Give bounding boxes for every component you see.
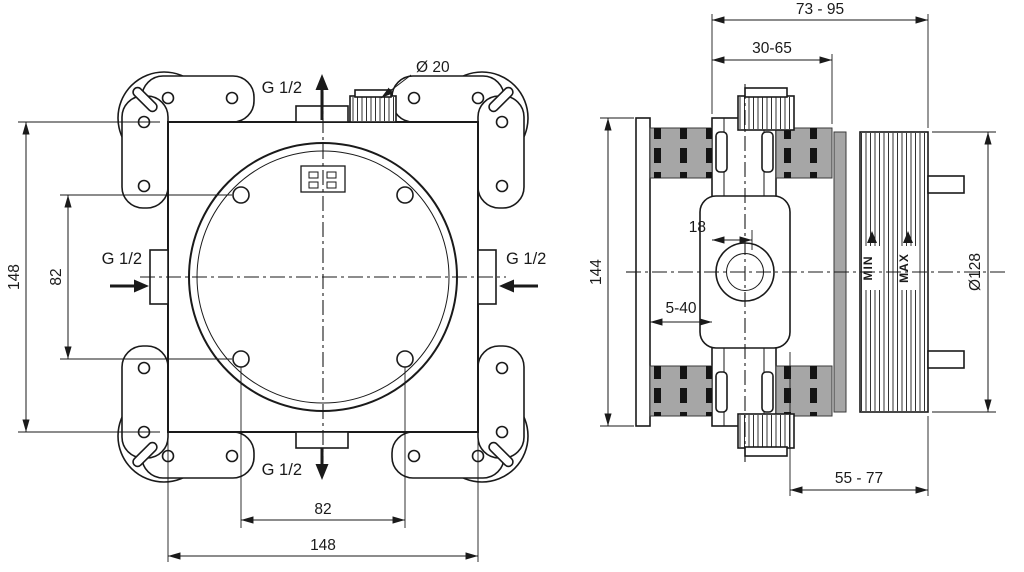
dimension-overall-width: 148 xyxy=(167,438,479,562)
port-right-label: G 1/2 xyxy=(506,250,546,268)
dim-body-height-label: 144 xyxy=(588,259,605,285)
min-label-backing xyxy=(862,246,880,290)
dimension-depth-total: 73 - 95 xyxy=(711,1,929,128)
flow-arrow-right xyxy=(499,279,538,293)
connector-diameter-label: Ø 20 xyxy=(416,59,450,76)
threaded-connector-top xyxy=(349,89,397,123)
dim-cap-diameter-label: Ø128 xyxy=(967,253,984,291)
fixing-slot-bottom-left xyxy=(715,371,728,413)
port-bottom-label: G 1/2 xyxy=(262,461,302,479)
dim-hole-spacing-vertical-label: 82 xyxy=(48,268,65,285)
dim-hole-spacing-horizontal-label: 82 xyxy=(314,501,331,518)
dimension-hole-spacing-horizontal: 82 xyxy=(240,367,406,528)
cap-tab-bottom xyxy=(927,350,965,369)
dimension-overall-height: 148 xyxy=(6,121,160,433)
fixing-slot-bottom-right xyxy=(761,371,774,413)
side-view: MIN MAX 73 - 95 30-65 144 18 xyxy=(588,1,1006,496)
thread-texture xyxy=(351,97,395,121)
flow-arrow-top xyxy=(315,74,329,120)
min-label: MIN xyxy=(861,256,875,281)
bolt-hole-bottom-left xyxy=(232,350,250,368)
dim-cap-length-label: 55 - 77 xyxy=(835,470,883,487)
bolt-hole-top-left xyxy=(232,186,250,204)
diameter-leader-line xyxy=(380,74,412,99)
dim-overall-width-label: 148 xyxy=(310,537,336,554)
dim-wall-depth-label: 30-65 xyxy=(752,40,792,57)
max-label-backing xyxy=(898,246,916,290)
max-label: MAX xyxy=(897,253,911,283)
flow-arrow-left xyxy=(110,279,149,293)
port-left-label: G 1/2 xyxy=(102,250,142,268)
dim-overall-height-label: 148 xyxy=(6,264,23,290)
dimension-cartridge-offset: 18 xyxy=(689,219,753,250)
cap-tab-top xyxy=(927,175,965,194)
fixing-slot-top-right xyxy=(761,131,774,173)
dim-depth-total-label: 73 - 95 xyxy=(796,1,844,18)
front-view: G 1/2 G 1/2 G 1/2 G 1/2 Ø 20 148 82 82 xyxy=(6,59,546,562)
wall-section-bottom-left xyxy=(649,365,713,417)
dim-cartridge-offset-label: 18 xyxy=(689,219,706,236)
dim-flange-range-label: 5-40 xyxy=(665,300,696,317)
threaded-connector-side-top xyxy=(737,87,795,131)
dimension-hole-spacing-vertical: 82 xyxy=(48,194,232,360)
dimension-flange-range: 5-40 xyxy=(649,300,712,332)
wall-section-top-left xyxy=(649,127,713,179)
dimension-cap-length: 55 - 77 xyxy=(789,352,929,496)
port-top-label: G 1/2 xyxy=(262,79,302,97)
fixing-slot-top-left xyxy=(715,131,728,173)
wall-section-top-right xyxy=(775,127,833,179)
min-arrow-icon xyxy=(867,231,877,243)
threaded-connector-side-bottom xyxy=(737,413,795,457)
flow-arrow-bottom xyxy=(315,448,329,480)
max-arrow-icon xyxy=(903,231,913,243)
dimension-cap-diameter: Ø128 xyxy=(932,131,996,413)
bolt-hole-top-right xyxy=(396,186,414,204)
dimension-wall-depth: 30-65 xyxy=(712,40,833,124)
dimension-body-height: 144 xyxy=(588,117,634,427)
outlet-tab-bottom xyxy=(295,431,349,449)
bolt-hole-bottom-right xyxy=(396,350,414,368)
wall-section-bottom-right xyxy=(775,365,833,417)
